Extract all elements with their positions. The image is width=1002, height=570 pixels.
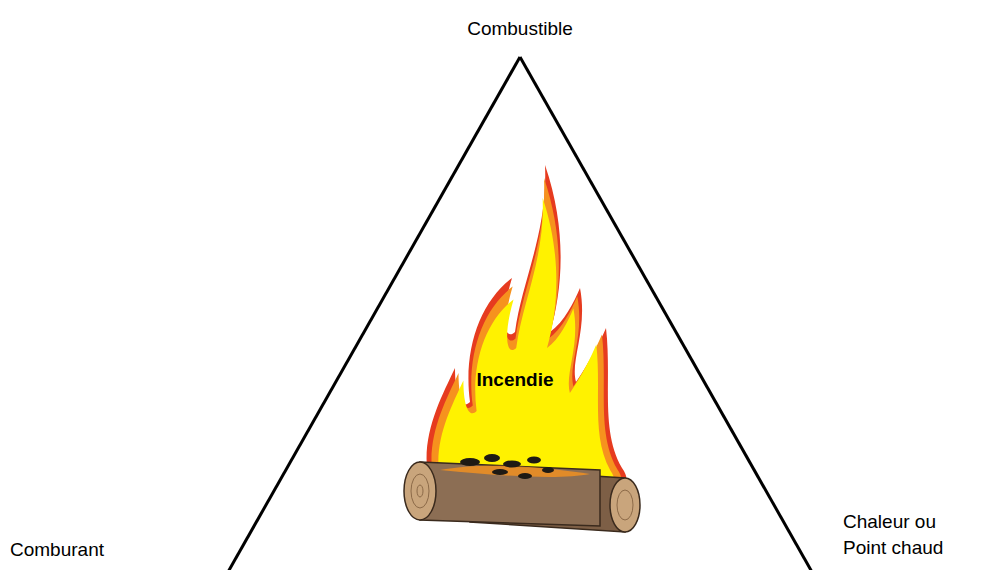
center-label: Incendie: [476, 367, 553, 393]
vertex-label: Combustible: [467, 16, 573, 42]
logs: [404, 454, 640, 532]
triangle-outline: [228, 57, 812, 570]
vertex-label: Chaleur ou Point chaud: [843, 509, 955, 561]
flame: [427, 165, 627, 492]
vertex-label: Comburant: [10, 537, 104, 563]
